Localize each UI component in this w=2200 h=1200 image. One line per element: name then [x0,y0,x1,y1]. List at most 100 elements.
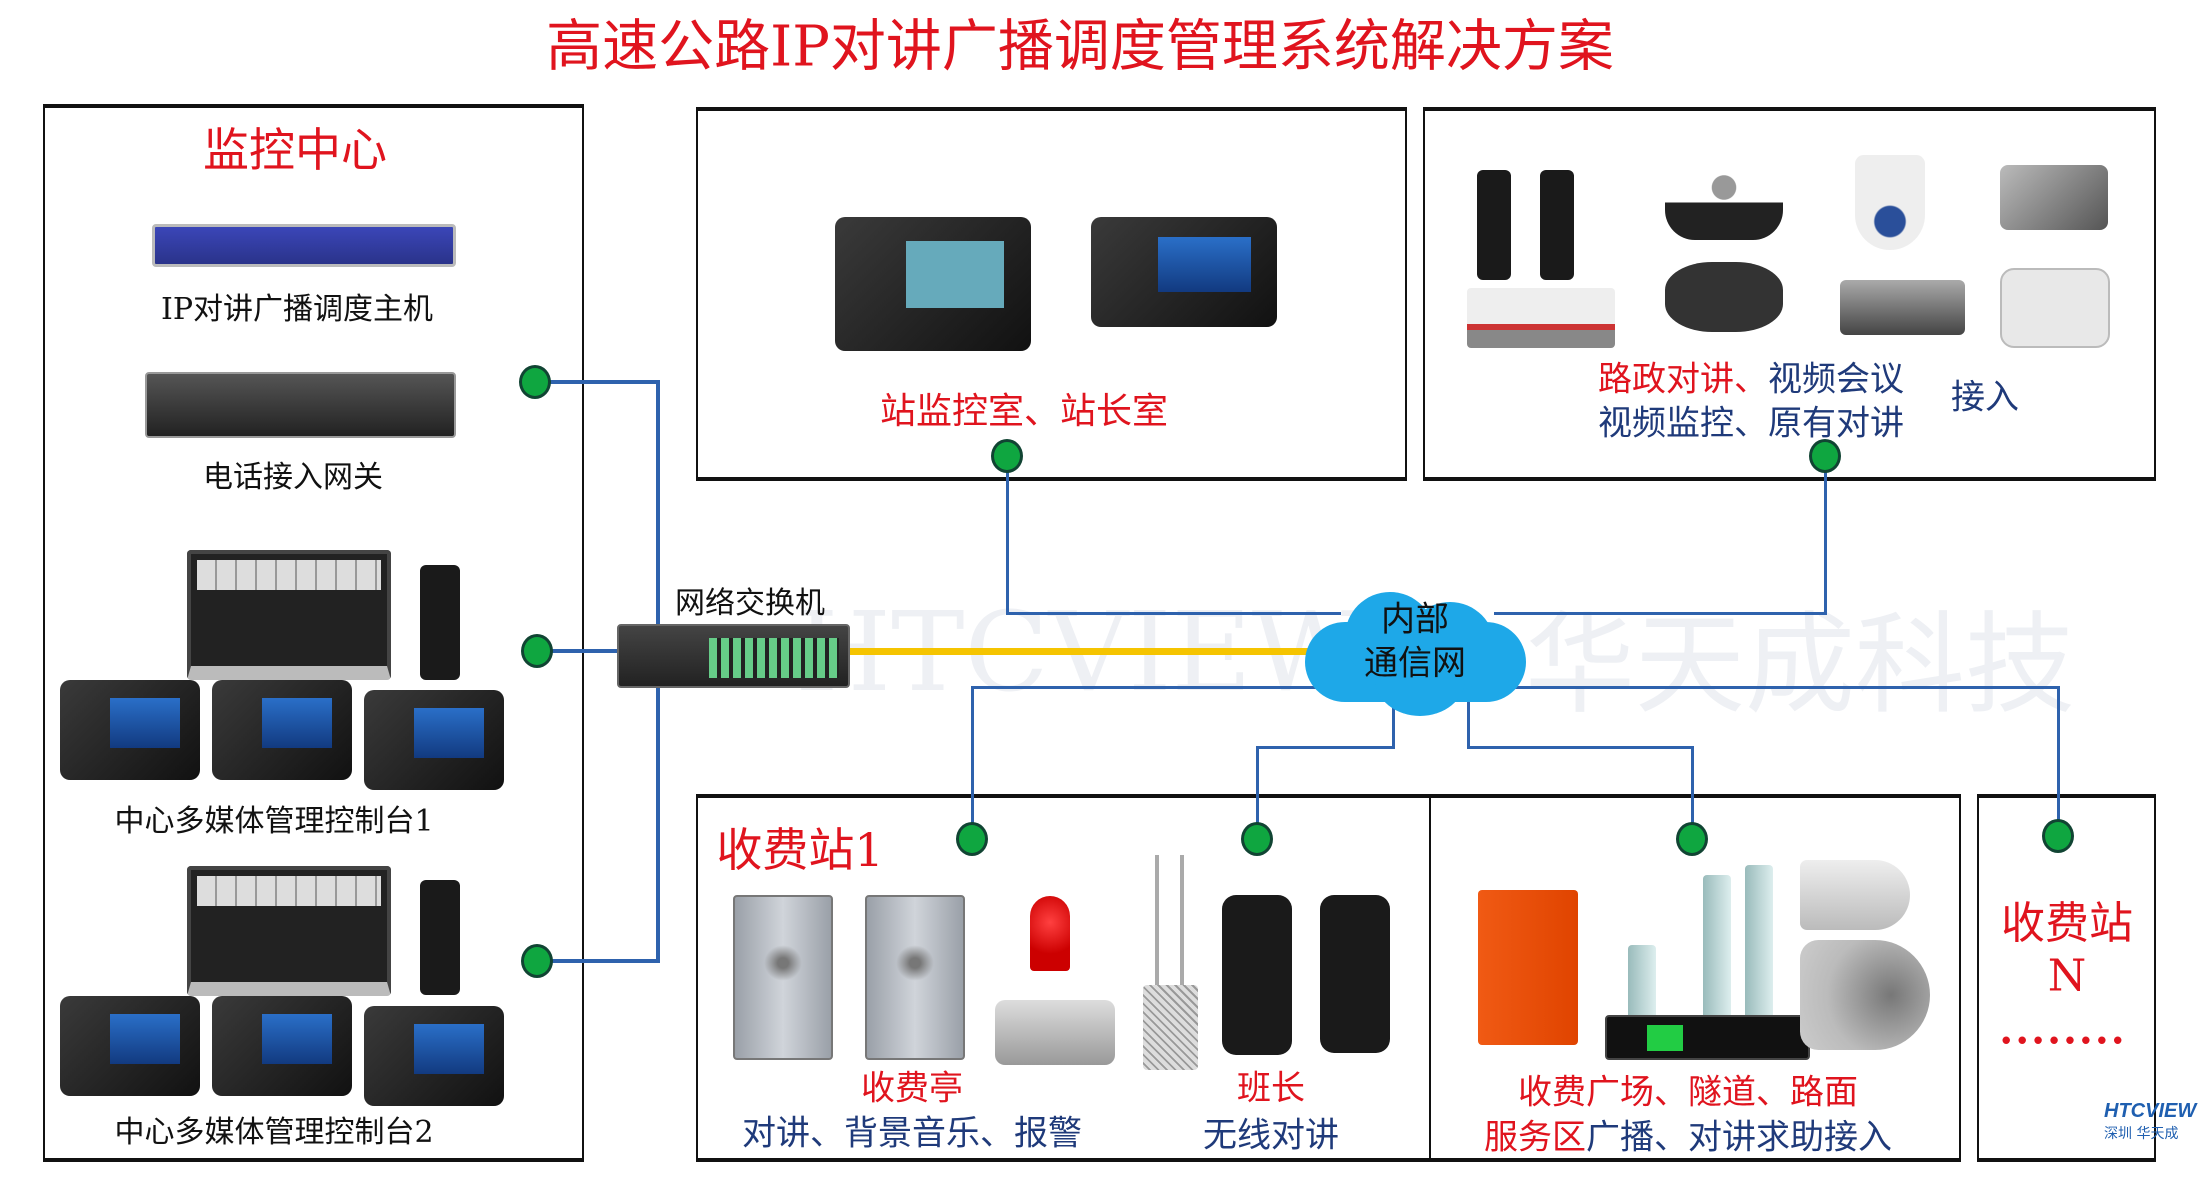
horn-speaker-icon [1800,860,1910,930]
page-title: 高速公路IP对讲广播调度管理系统解决方案 [546,14,1614,80]
link-line [1691,746,1694,839]
console1-label: 中心多媒体管理控制台1 [114,804,434,839]
phone-gateway-label: 电话接入网关 [203,460,383,495]
toll-stationN-panel [1977,794,2156,1162]
link-line [535,380,659,384]
dispatch-host-icon [152,224,456,267]
toll-station1-heading: 收费站1 [716,823,884,877]
video-phone-icon [364,1006,504,1106]
station-office-label: 站监控室、站长室 [879,391,1169,432]
link-line [1467,746,1693,749]
video-phone-icon [60,680,200,780]
toll-stationN-line2: N [2047,950,2087,1002]
access-label-blue: 视频会议 [1768,359,1904,400]
monitor-center-panel [43,104,584,1162]
watermark-right: 华天成科技 [1525,601,2075,729]
node-access [1809,439,1841,473]
link-line [535,649,619,653]
access-label-line1: 路政对讲、视频会议 [1598,352,1904,401]
cloud-label-line2: 通信网 [1364,643,1466,684]
node-host [519,365,551,399]
node-booth [956,822,988,856]
panel-divider [1429,794,1431,1162]
link-line [1256,746,1395,749]
cloud-label-line1: 内部 [1381,599,1449,640]
logo-sub: 深圳 华天成 [2104,1126,2179,1142]
booth-title: 收费亭 [861,1068,963,1109]
leader-desc: 无线对讲 [1203,1115,1339,1156]
alarm-light-icon [1030,896,1070,971]
radio-icon [420,880,460,995]
handset-icon [1320,895,1390,1053]
toll-station1-panel [696,794,1961,1162]
link-line [1256,746,1259,839]
cloud-icon [1305,582,1526,716]
dispatch-host-label: IP对讲广播调度主机 [160,292,434,327]
ip-phone-icon [835,217,1031,351]
radio-icon [420,565,460,680]
amplifier-icon [1605,1015,1810,1060]
video-phone-icon [364,690,504,790]
logo-brand: HTCVIEW [2104,1100,2197,1122]
video-phone-icon [60,996,200,1096]
node-station-office [991,439,1023,473]
intercom-panel-icon [865,895,965,1060]
network-switch-icon [617,624,850,688]
plaza-title: 收费广场、隧道、路面 [1518,1072,1858,1113]
node-leader [1241,822,1273,856]
speaker-box-icon [995,1000,1115,1065]
leader-title: 班长 [1237,1068,1305,1109]
access-label-suffix: 接入 [1951,377,2019,418]
handset-icon [1222,895,1292,1055]
plaza-desc-blue: 广播、对讲求助接入 [1586,1117,1892,1158]
booth-desc: 对讲、背景音乐、报警 [742,1113,1082,1154]
link-line [971,686,974,839]
link-line [1006,612,1341,615]
node-console2 [521,944,553,978]
conference-phone-icon [1665,262,1783,332]
antenna-icon [1155,855,1159,985]
node-console1 [521,634,553,668]
toll-stationN-dots: ........ [1999,1006,2127,1054]
link-line [1487,686,2059,689]
link-line [1824,456,1827,614]
link-line [1494,612,1827,615]
console-monitor-icon [187,866,391,996]
node-plaza [1676,822,1708,856]
phone-gateway-icon [145,372,456,438]
video-phone-icon [1091,217,1277,327]
intercom-panel-icon [733,895,833,1060]
node-stationN [2042,819,2074,853]
wireless-ap-icon [1143,985,1198,1070]
console-monitor-icon [187,550,391,680]
link-line [971,686,1333,689]
trunk-line [850,648,1310,655]
station-office-panel [696,107,1407,481]
access-label-line2: 视频监控、原有对讲 [1598,403,1904,444]
video-phone-icon [212,996,352,1096]
switch-label: 网络交换机 [675,586,825,621]
conference-camera-icon [1665,165,1783,240]
plaza-desc: 服务区广播、对讲求助接入 [1484,1110,1892,1159]
intercom-terminal-icon [2000,165,2108,230]
link-line [1006,456,1009,614]
link-line [1467,700,1470,749]
ptz-camera-icon [1855,155,1925,250]
link-line [2057,686,2060,836]
toll-stationN-line1: 收费站 [2001,898,2133,949]
link-line [535,959,659,963]
video-phone-icon [212,680,352,780]
walkie-talkie-icon [1540,170,1574,280]
monitor-center-heading: 监控中心 [203,123,387,177]
emergency-call-box-icon [1478,890,1578,1045]
patrol-car-icon [1467,288,1615,348]
antenna-icon [1180,855,1184,985]
console2-label: 中心多媒体管理控制台2 [114,1115,434,1150]
horn-speaker-icon [1800,940,1930,1050]
access-panel [1423,107,2156,481]
walkie-talkie-icon [1477,170,1511,280]
box-camera-icon [1840,280,1965,335]
plaza-desc-red: 服务区 [1484,1117,1586,1158]
link-line [1392,700,1395,749]
htcview-logo: HTCVIEW 深圳 华天成 [2104,1100,2200,1143]
